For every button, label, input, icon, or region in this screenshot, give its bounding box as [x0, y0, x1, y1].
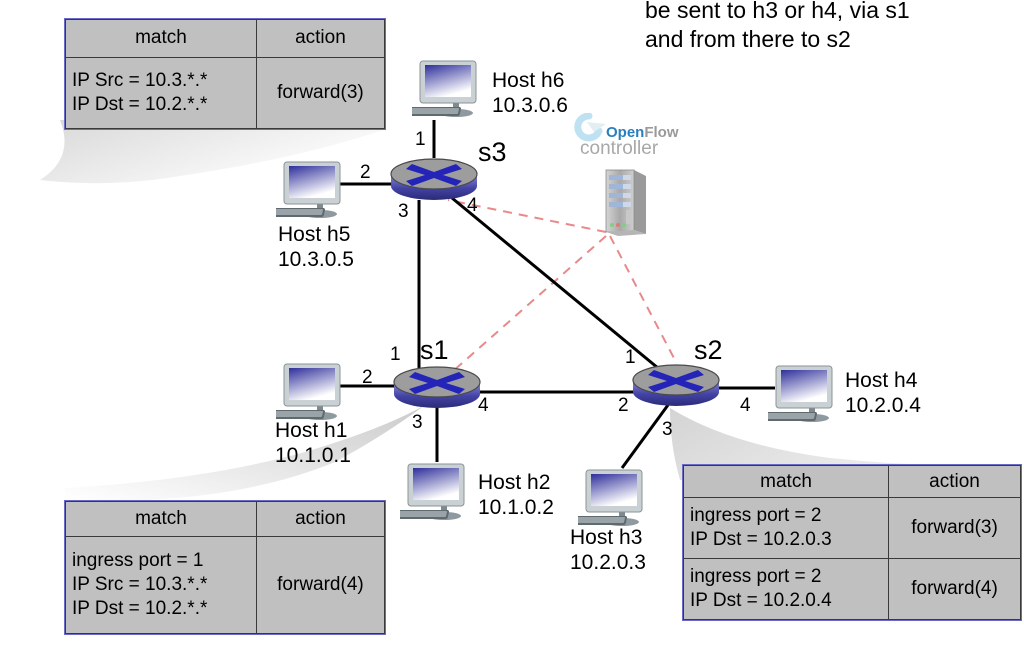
- match-cell: ingress port = 2 IP Dst = 10.2.0.4: [682, 558, 890, 620]
- match-line: IP Dst = 10.2.*.*: [72, 597, 208, 619]
- header-action: action: [255, 19, 386, 58]
- link-s3-s2: [451, 196, 659, 370]
- match-line: IP Src = 10.3.*.*: [72, 573, 208, 595]
- host-icon-h4: [768, 365, 833, 422]
- switch-label-s3: s3: [478, 137, 507, 167]
- openflow-open-text: Open: [606, 124, 645, 141]
- action-cell: forward(3): [255, 56, 386, 130]
- host-label-h1: Host h1 10.1.0.1: [275, 418, 351, 468]
- flow-table-s2: match action ingress port = 2 IP Dst = 1…: [682, 464, 1022, 621]
- host-name: Host h2: [478, 471, 551, 494]
- port-label-s1-2: 2: [362, 367, 373, 388]
- table-row: ingress port = 1 IP Src = 10.3.*.* IP Ds…: [65, 535, 386, 635]
- port-label-s2-3: 3: [662, 419, 673, 440]
- caption-line-1: be sent to h3 or h4, via s1: [645, 0, 910, 23]
- host-name: Host h3: [570, 526, 643, 549]
- match-line: IP Dst = 10.2.0.3: [690, 529, 832, 551]
- header-match: match: [682, 464, 890, 499]
- host-ip: 10.3.0.6: [492, 94, 568, 117]
- control-link-s3: [447, 199, 607, 233]
- host-label-h2: Host h2 10.1.0.2: [478, 470, 554, 520]
- switch-icon-s2: [632, 364, 720, 406]
- header-match: match: [65, 501, 257, 537]
- host-ip: 10.2.0.3: [570, 551, 646, 574]
- controller-label: controller: [580, 138, 659, 159]
- openflow-wordmark: OpenFlow: [606, 124, 679, 142]
- host-name: Host h4: [845, 369, 918, 392]
- control-links: [447, 199, 677, 373]
- host-ip: 10.2.0.4: [845, 394, 921, 417]
- action-cell: forward(4): [255, 535, 386, 635]
- host-ip: 10.1.0.2: [478, 496, 554, 519]
- port-label-s3-4: 4: [467, 195, 478, 216]
- match-cell: ingress port = 1 IP Src = 10.3.*.* IP Ds…: [65, 535, 257, 635]
- host-icon-h1: [276, 363, 341, 420]
- header-match: match: [65, 19, 257, 58]
- host-icon-h5: [276, 161, 341, 218]
- host-label-h5: Host h5 10.3.0.5: [278, 222, 354, 272]
- openflow-flow-text: Flow: [644, 124, 679, 141]
- callout-tail-s1: [65, 405, 425, 500]
- match-line: IP Dst = 10.2.0.4: [690, 590, 832, 612]
- switch-icon-s1: [393, 366, 481, 408]
- port-label-s2-4: 4: [740, 395, 751, 416]
- table-row: ingress port = 2 IP Dst = 10.2.0.4 forwa…: [682, 558, 1021, 620]
- switch-icon-s3: [390, 158, 478, 200]
- host-label-h4: Host h4 10.2.0.4: [845, 368, 921, 418]
- host-icon-h6: [412, 60, 477, 117]
- host-icon-h2: [400, 463, 465, 520]
- port-label-s2-1: 1: [625, 347, 636, 368]
- table-header-row: match action: [65, 19, 386, 58]
- host-ip: 10.3.0.5: [278, 248, 354, 271]
- host-label-h3: Host h3 10.2.0.3: [570, 525, 646, 575]
- match-cell: ingress port = 2 IP Dst = 10.2.0.3: [682, 497, 890, 560]
- link-s2-h3: [620, 404, 670, 469]
- port-label-s3-1: 1: [415, 129, 426, 150]
- host-label-h6: Host h6 10.3.0.6: [492, 68, 568, 118]
- header-action: action: [888, 464, 1021, 499]
- host-name: Host h1: [275, 419, 348, 442]
- caption-line-2: and from there to s2: [645, 26, 851, 52]
- flow-table-s1: match action ingress port = 1 IP Src = 1…: [64, 500, 386, 635]
- flow-table-s3: match action IP Src = 10.3.*.* IP Dst = …: [64, 18, 386, 130]
- match-line: IP Src = 10.3.*.*: [72, 69, 208, 91]
- server-rack-icon: [605, 169, 646, 236]
- match-line: IP Dst = 10.2.*.*: [72, 93, 208, 115]
- action-cell: forward(4): [888, 558, 1021, 620]
- port-label-s3-3: 3: [398, 201, 409, 222]
- port-label-s3-2: 2: [360, 162, 371, 183]
- switch-label-s1: s1: [420, 335, 449, 365]
- match-line: ingress port = 1: [72, 549, 204, 571]
- callout-tail-s3: [40, 120, 383, 184]
- switch-label-s2: s2: [694, 335, 723, 365]
- host-name: Host h5: [278, 223, 351, 246]
- match-line: ingress port = 2: [690, 505, 822, 527]
- control-link-s1: [451, 235, 607, 373]
- action-cell: forward(3): [888, 497, 1021, 560]
- host-icon-h3: [578, 469, 643, 526]
- header-action: action: [255, 501, 386, 537]
- host-ip: 10.1.0.1: [275, 444, 351, 467]
- callout-tail-s2: [670, 408, 1020, 480]
- data-links: [330, 120, 775, 469]
- port-label-s1-1: 1: [390, 344, 401, 365]
- port-label-s2-2: 2: [618, 395, 629, 416]
- control-link-s2: [609, 235, 677, 363]
- table-header-row: match action: [682, 464, 1021, 499]
- match-line: ingress port = 2: [690, 566, 822, 588]
- table-row: ingress port = 2 IP Dst = 10.2.0.3 forwa…: [682, 497, 1021, 560]
- openflow-swoosh-icon: [574, 113, 606, 142]
- port-label-s1-3: 3: [412, 412, 423, 433]
- port-label-s1-4: 4: [478, 395, 489, 416]
- table-header-row: match action: [65, 501, 386, 537]
- table-row: IP Src = 10.3.*.* IP Dst = 10.2.*.* forw…: [65, 56, 386, 130]
- match-cell: IP Src = 10.3.*.* IP Dst = 10.2.*.*: [65, 56, 257, 130]
- host-name: Host h6: [492, 69, 565, 92]
